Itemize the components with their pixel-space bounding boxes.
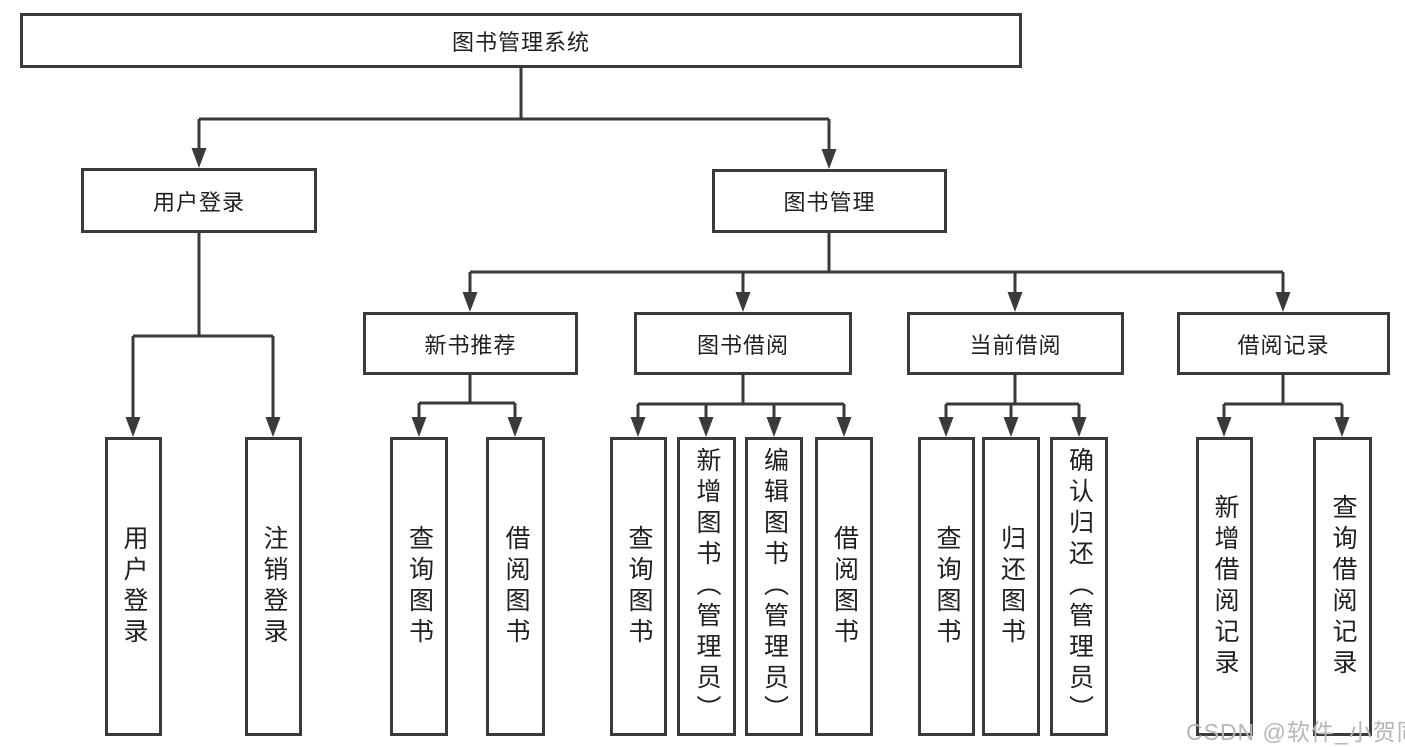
node-new-book-recommendation: 新书推荐: [363, 312, 578, 375]
arrowhead: [1275, 292, 1291, 312]
arrowhead: [507, 417, 523, 437]
node-book-management-system: 图书管理系统: [20, 13, 1022, 68]
node-book-borrowing: 图书借阅: [634, 312, 852, 375]
node-query-books-current: 查询图书: [918, 437, 975, 736]
node-label: 新增借阅记录: [1211, 493, 1239, 680]
arrowhead: [836, 417, 852, 437]
node-label: 借阅图书: [830, 524, 859, 649]
node-borrowing-records: 借阅记录: [1177, 312, 1390, 375]
node-user-login-leaf: 用户登录: [105, 437, 162, 736]
node-query-books-recommend: 查询图书: [390, 437, 448, 736]
node-label: 图书管理: [783, 190, 876, 215]
arrowhead: [1007, 292, 1023, 312]
node-query-books-borrowing: 查询图书: [610, 437, 667, 736]
node-label: 借阅图书: [502, 524, 530, 649]
node-borrow-books: 借阅图书: [815, 437, 873, 736]
connector-path: [417, 375, 517, 423]
node-label: 编辑图书（管理员）: [760, 447, 789, 726]
node-edit-books-admin: 编辑图书（管理员）: [745, 437, 803, 736]
watermark: CSDN @软件_小贺同学: [1186, 719, 1405, 745]
node-label: 用户登录: [152, 189, 245, 215]
arrowhead: [1071, 417, 1087, 437]
arrowhead: [125, 417, 141, 437]
node-book-management: 图书管理: [712, 169, 947, 233]
arrowhead: [1003, 417, 1019, 437]
node-label: 查询图书: [405, 524, 434, 649]
node-confirm-return-admin: 确认归还（管理员）: [1050, 437, 1108, 736]
arrowhead: [821, 149, 837, 169]
node-label: 注销登录: [260, 524, 288, 649]
arrowhead: [1216, 417, 1232, 437]
connector-path: [636, 375, 846, 423]
arrowhead: [1334, 417, 1350, 437]
node-return-books: 归还图书: [982, 437, 1040, 736]
node-label: 确认归还（管理员）: [1065, 447, 1094, 726]
node-logout-leaf: 注销登录: [245, 437, 302, 736]
node-label: 图书管理系统: [451, 29, 590, 55]
node-label: 查询图书: [625, 524, 653, 649]
arrowhead: [265, 417, 281, 437]
node-label: 新书推荐: [424, 332, 517, 358]
node-label: 查询图书: [933, 524, 961, 649]
arrowhead: [191, 148, 207, 168]
arrowhead: [766, 417, 782, 437]
connector-path: [131, 233, 275, 423]
node-label: 图书借阅: [696, 332, 789, 358]
arrowhead: [735, 292, 751, 312]
node-user-login: 用户登录: [81, 168, 317, 233]
arrowhead: [462, 292, 478, 312]
node-label: 当前借阅: [969, 332, 1062, 358]
node-add-borrowing-record: 新增借阅记录: [1196, 437, 1253, 736]
arrowhead: [630, 417, 646, 437]
node-label: 查询借阅记录: [1329, 493, 1357, 680]
node-add-books-admin: 新增图书（管理员）: [677, 437, 736, 736]
node-label: 新增图书（管理员）: [693, 447, 721, 726]
arrowhead: [411, 417, 427, 437]
connector-path: [468, 233, 1285, 298]
connector-path: [944, 375, 1081, 423]
node-label: 用户登录: [120, 524, 148, 649]
node-borrow-books-recommend: 借阅图书: [486, 437, 545, 736]
node-label: 归还图书: [997, 524, 1026, 649]
arrowhead: [938, 417, 954, 437]
connector-path: [197, 68, 831, 155]
node-query-borrowing-record: 查询借阅记录: [1313, 437, 1372, 736]
arrowhead: [698, 417, 714, 437]
node-current-borrowing: 当前借阅: [907, 312, 1124, 375]
connector-path: [1222, 375, 1344, 423]
node-label: 借阅记录: [1237, 332, 1330, 358]
